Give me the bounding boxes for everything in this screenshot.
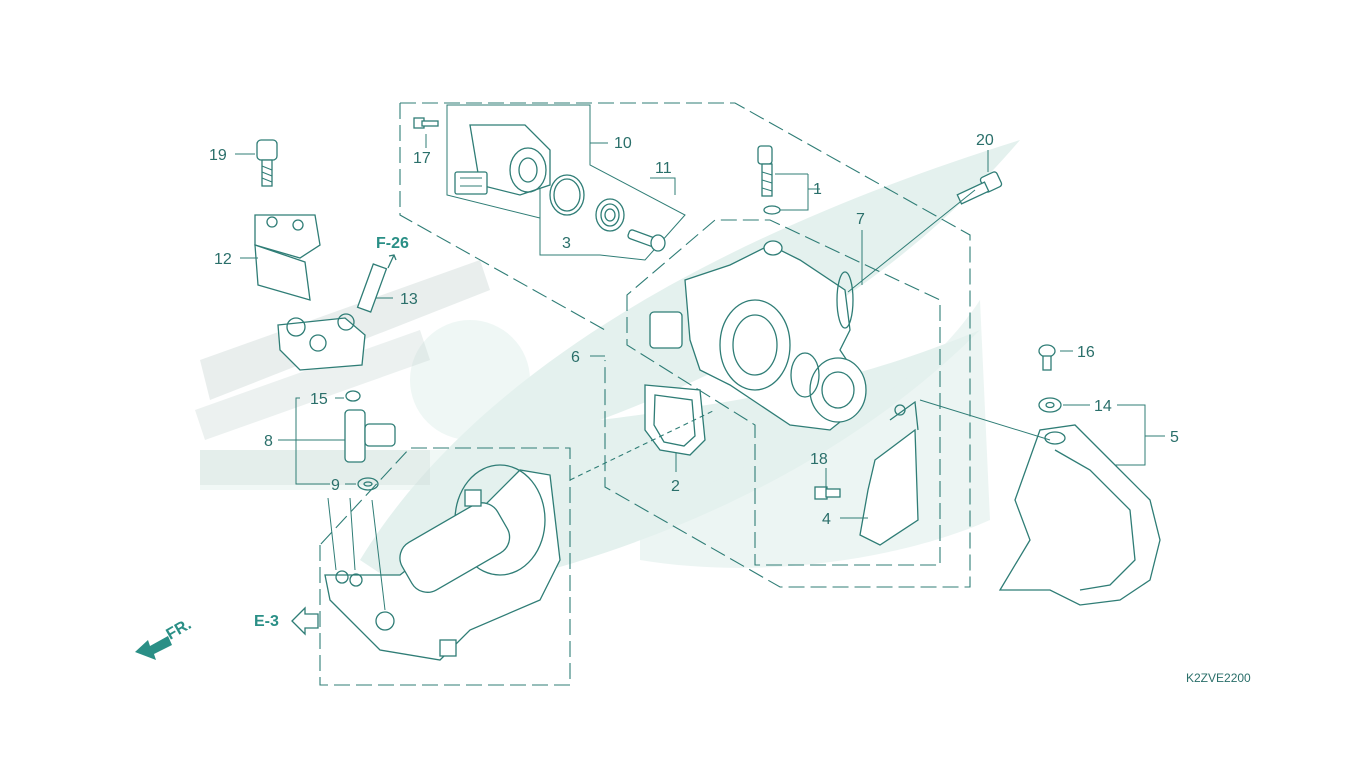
callout-17: 17	[413, 150, 431, 167]
callout-9: 9	[331, 477, 340, 494]
callout-12: 12	[214, 251, 232, 268]
callout-18: 18	[810, 451, 828, 468]
e3-reference-arrow	[291, 606, 319, 636]
callout-16: 16	[1077, 344, 1095, 361]
part-10-sensor	[454, 124, 551, 196]
part-7-throttle-body	[649, 240, 867, 431]
callout-6: 6	[571, 349, 580, 366]
callout-4: 4	[822, 511, 831, 528]
callout-15: 15	[310, 391, 328, 408]
callout-10: 10	[614, 135, 632, 152]
part-11-spring	[595, 198, 666, 252]
leader-lines	[235, 134, 1165, 611]
part-17-screw	[413, 117, 439, 129]
callout-19: 19	[209, 147, 227, 164]
part-19-bolt	[256, 139, 278, 187]
callout-5: 5	[1170, 429, 1179, 446]
part-8-injector	[344, 390, 396, 491]
callout-8: 8	[264, 433, 273, 450]
callout-1: 1	[813, 181, 822, 198]
callout-labels: 1 2 3 4 5 6 7 8 9 10 11 12 13 14 15 16 1…	[209, 132, 1179, 528]
part-4-bracket	[814, 400, 919, 546]
part-1-bolt	[757, 145, 781, 215]
group-outline-sensor	[446, 104, 686, 261]
reference-e3: E-3	[254, 613, 279, 630]
callout-3: 3	[562, 235, 571, 252]
part-13-injector-holder	[277, 254, 397, 371]
group-outline-throttle-assembly	[319, 102, 971, 686]
callout-7: 7	[856, 211, 865, 228]
callout-2: 2	[671, 478, 680, 495]
diagram-code: K2ZVE2200	[1186, 671, 1251, 685]
part-16-screw	[1038, 344, 1056, 371]
callout-20: 20	[976, 132, 994, 149]
callout-13: 13	[400, 291, 418, 308]
reference-f26: F-26	[376, 235, 409, 252]
front-direction-arrow	[135, 636, 172, 660]
callout-14: 14	[1094, 398, 1112, 415]
part-14-washer	[1038, 397, 1062, 413]
part-3-o-ring	[549, 174, 585, 216]
part-2-gasket	[644, 384, 706, 456]
part-12-bracket	[254, 214, 321, 301]
callout-11: 11	[655, 160, 672, 177]
part-5-cover	[998, 424, 1161, 606]
intake-manifold	[324, 464, 561, 661]
